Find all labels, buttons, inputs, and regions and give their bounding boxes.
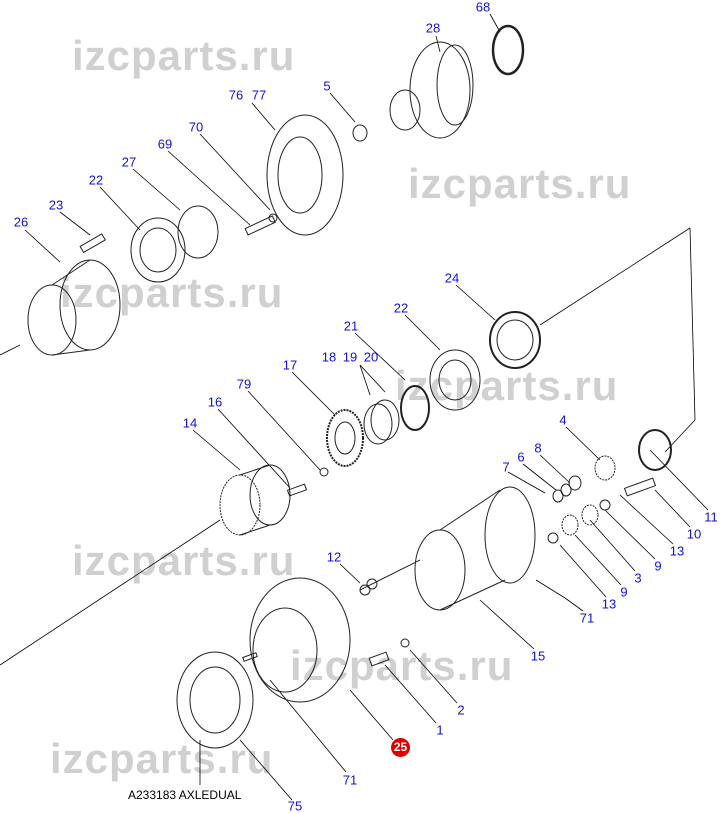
part-label[interactable]: 5 <box>323 78 331 94</box>
watermark: izcparts.ru <box>50 735 274 782</box>
part-label[interactable]: 68 <box>475 0 491 15</box>
part-69-70-bolt <box>244 213 278 236</box>
part-label[interactable]: 23 <box>48 197 64 213</box>
part-label[interactable]: 69 <box>157 136 173 152</box>
highlighted-part-badge[interactable]: 25 <box>391 738 410 757</box>
part-label[interactable]: 15 <box>530 648 546 664</box>
part-label[interactable]: 14 <box>182 415 198 431</box>
part-label[interactable]: 12 <box>326 549 342 565</box>
part-label[interactable]: 28 <box>425 20 441 36</box>
part-label[interactable]: 75 <box>287 798 303 813</box>
part-label[interactable]: 9 <box>620 584 628 600</box>
part-label[interactable]: 17 <box>282 357 298 373</box>
part-label[interactable]: 4 <box>559 412 567 428</box>
part-label[interactable]: 79 <box>236 376 252 392</box>
part-label[interactable]: 2 <box>457 702 465 718</box>
part-11-snapring <box>638 429 672 471</box>
part-label[interactable]: 19 <box>342 349 358 365</box>
leader-lines <box>0 13 709 801</box>
part-label[interactable]: 22 <box>88 172 104 188</box>
part-23-stud <box>79 233 106 254</box>
part-26-hub <box>27 259 121 356</box>
part-68-oring <box>491 24 525 76</box>
part-22-bearing <box>130 217 186 283</box>
part-label[interactable]: 16 <box>207 394 223 410</box>
part-label[interactable]: 21 <box>343 318 359 334</box>
watermark: izcparts.ru <box>72 32 296 79</box>
part-27-race <box>177 205 219 259</box>
part-2-washer <box>400 638 410 648</box>
part-3-9-13-gears <box>547 499 611 544</box>
part-24-seal <box>489 311 541 369</box>
part-label[interactable]: 71 <box>579 610 595 626</box>
part-4-gear <box>594 455 616 481</box>
part-label[interactable]: 20 <box>363 349 379 365</box>
part-label[interactable]: 27 <box>121 154 137 170</box>
part-label[interactable]: 22 <box>393 300 409 316</box>
part-6-8-washers <box>552 475 582 503</box>
part-25-drum <box>249 577 351 703</box>
part-1-bolt <box>368 651 390 667</box>
watermark: izcparts.ru <box>408 160 632 207</box>
part-5-nut <box>352 124 368 142</box>
part-28-spindle <box>389 41 474 139</box>
diagram-caption: A233183 AXLEDUAL <box>128 788 242 802</box>
part-75-ring <box>176 651 254 749</box>
part-label[interactable]: 26 <box>13 214 29 230</box>
part-label[interactable]: 9 <box>654 558 662 574</box>
watermark: izcparts.ru <box>72 537 296 584</box>
part-16-bolt <box>286 483 308 497</box>
part-label[interactable]: 71 <box>342 772 358 788</box>
part-12-washers <box>359 578 378 596</box>
part-label[interactable]: 1 <box>436 722 444 738</box>
part-label[interactable]: 70 <box>188 119 204 135</box>
part-label[interactable]: 8 <box>534 440 542 456</box>
part-10-shaft <box>623 477 657 497</box>
part-label[interactable]: 7 <box>502 459 510 475</box>
part-label[interactable]: 13 <box>601 596 617 612</box>
part-label[interactable]: 76 <box>228 87 244 103</box>
part-label[interactable]: 13 <box>669 543 685 559</box>
part-76-77-brake-plate <box>266 114 344 236</box>
part-17-gear <box>326 409 364 467</box>
part-label[interactable]: 24 <box>444 270 460 286</box>
part-label[interactable]: 10 <box>686 526 702 542</box>
part-label[interactable]: 3 <box>634 570 642 586</box>
part-14-ring-gear <box>219 464 291 536</box>
part-label[interactable]: 6 <box>517 449 525 465</box>
part-label[interactable]: 77 <box>251 87 267 103</box>
part-15-carrier <box>414 486 536 611</box>
watermark: izcparts.ru <box>395 362 619 409</box>
part-71-pin <box>242 652 258 662</box>
part-label[interactable]: 11 <box>704 509 718 525</box>
part-label[interactable]: 18 <box>321 349 337 365</box>
part-21-snapring <box>400 385 430 431</box>
watermark: izcparts.ru <box>290 642 514 689</box>
part-79-washer <box>319 467 329 477</box>
part-22-bearing-2 <box>429 349 481 411</box>
part-18-20-shims <box>363 399 400 445</box>
